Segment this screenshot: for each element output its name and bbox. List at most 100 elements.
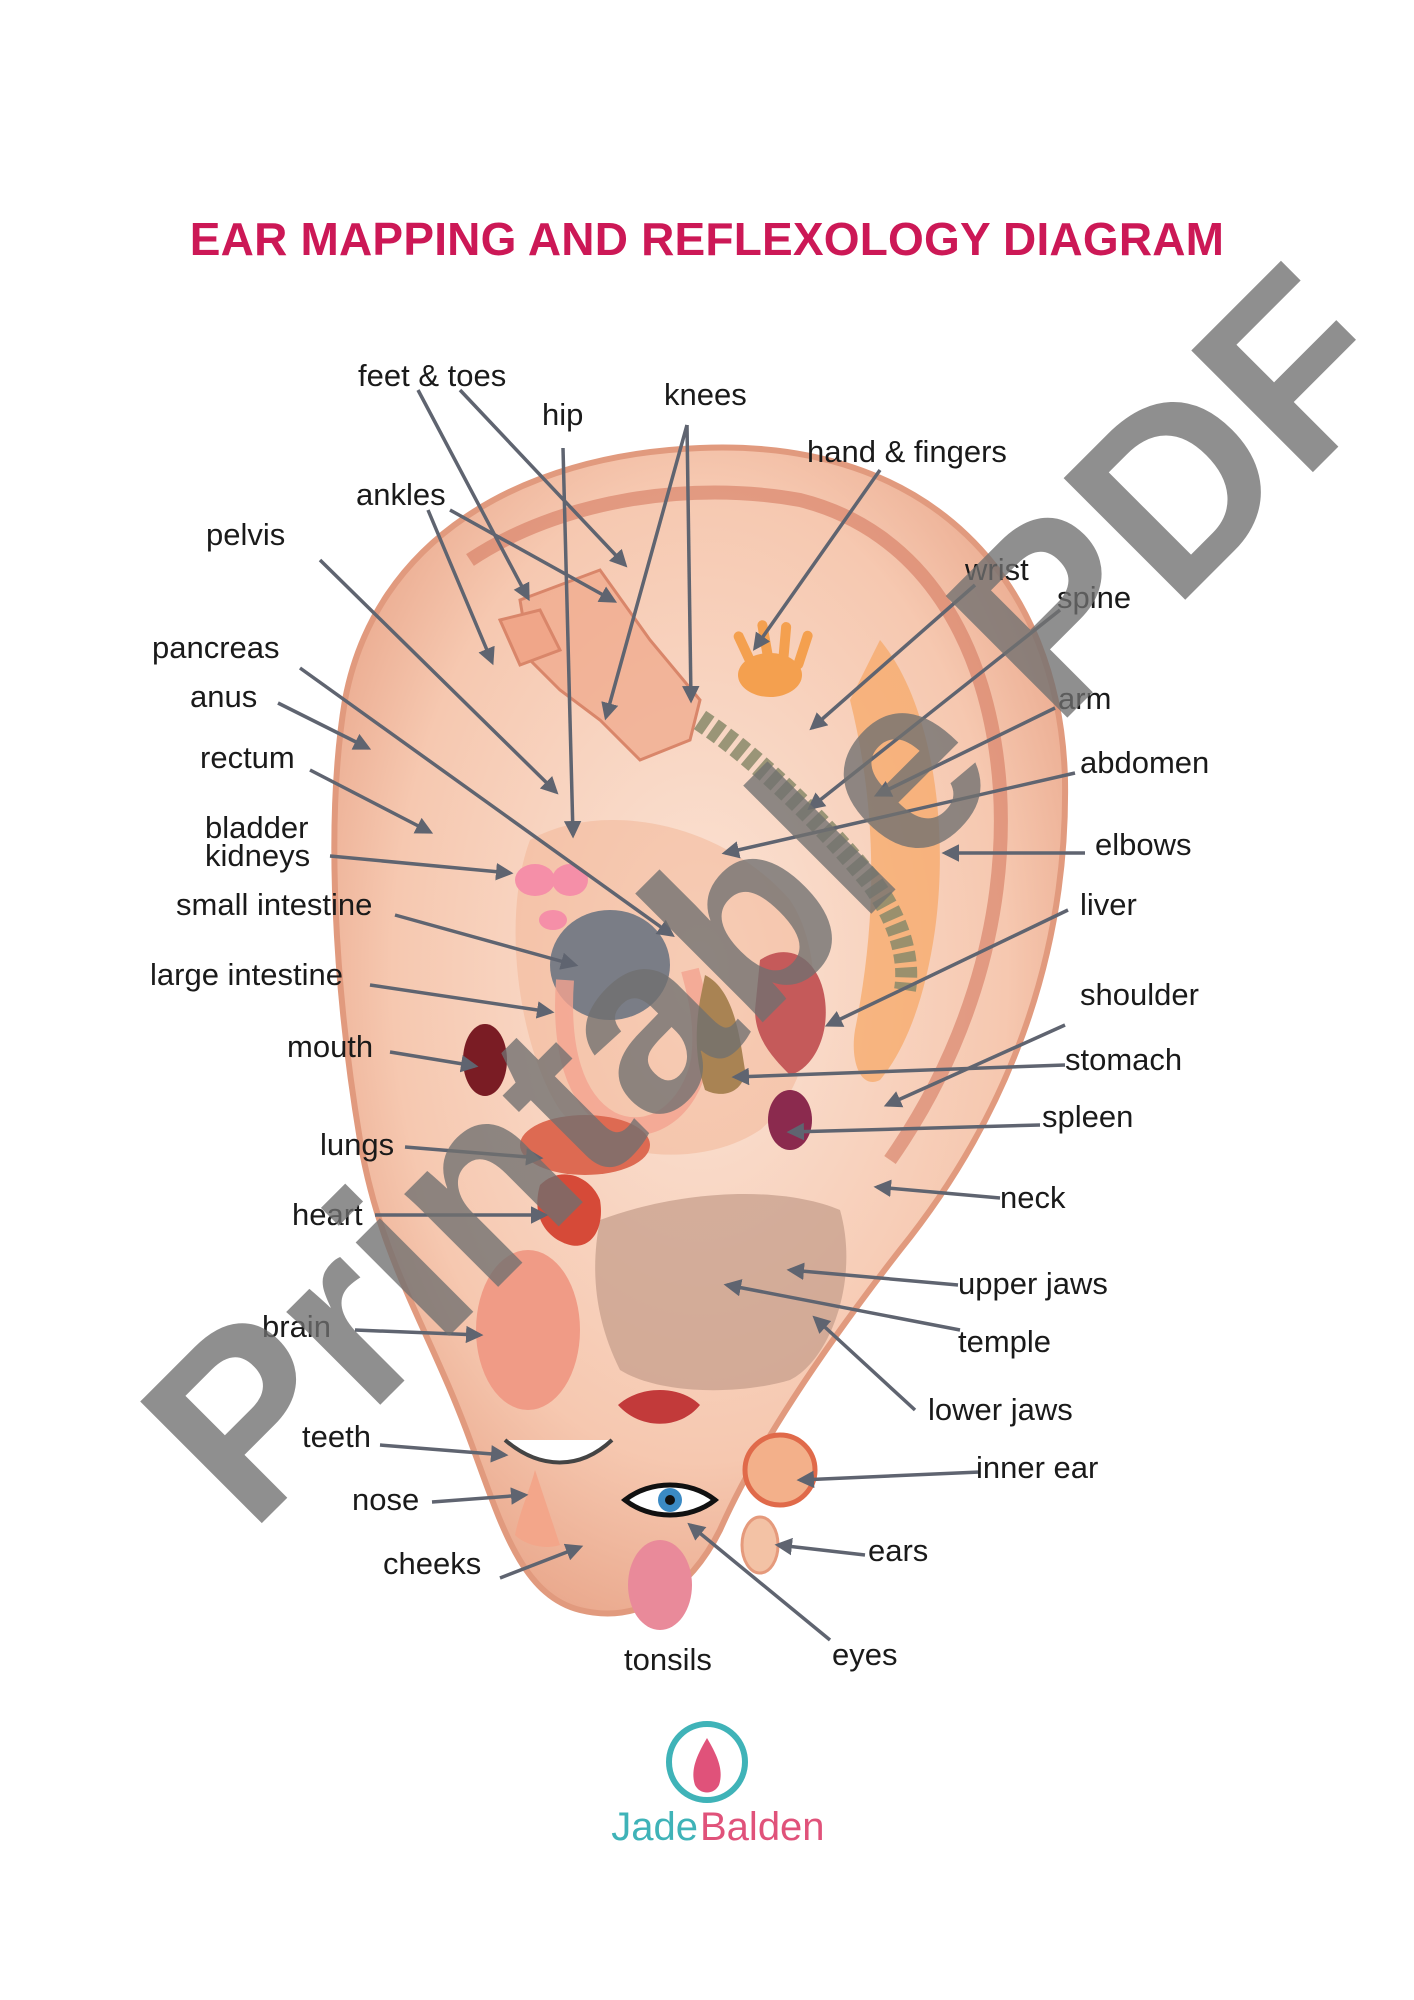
- label-teeth: teeth: [302, 1419, 371, 1454]
- brand-logo: Jade Balden: [611, 1721, 825, 1849]
- label-shoulder: shoulder: [1080, 977, 1199, 1012]
- line-brain: [354, 1325, 484, 1344]
- label-nose: nose: [352, 1482, 419, 1517]
- label-stomach: stomach: [1065, 1042, 1182, 1077]
- label-hand-fingers: hand & fingers: [807, 434, 1007, 469]
- label-knees: knees: [664, 377, 747, 412]
- tonsils-illustration: [628, 1540, 692, 1630]
- lips-illustration: [618, 1390, 700, 1424]
- line-small-intestine: [394, 913, 579, 970]
- mouth-dark-illustration: [463, 1024, 507, 1096]
- labels: feet & toes hip knees hand & fingers ank…: [150, 358, 1209, 1677]
- label-rectum: rectum: [200, 740, 295, 775]
- logo-drop: [693, 1738, 721, 1793]
- kidneys-illustration: [515, 864, 588, 930]
- logo-first-name: Jade: [611, 1805, 698, 1849]
- label-wrist: wrist: [964, 552, 1029, 587]
- leg-illustration: [518, 568, 702, 762]
- label-hip: hip: [542, 397, 583, 432]
- line-feet-toes-2: [458, 388, 628, 568]
- eye-illustration: [620, 1482, 720, 1518]
- hand-illustration: [733, 620, 813, 697]
- line-feet-toes-1: [416, 389, 530, 602]
- liver-illustration: [755, 952, 826, 1075]
- line-knees-2: [682, 424, 700, 704]
- label-spine: spine: [1057, 580, 1131, 615]
- label-heart: heart: [292, 1197, 363, 1232]
- spleen-illustration: [768, 1090, 812, 1150]
- label-brain: brain: [262, 1309, 331, 1344]
- label-neck: neck: [1000, 1180, 1066, 1215]
- line-spine: [807, 608, 1062, 811]
- line-nose: [431, 1487, 529, 1505]
- nose-illustration: [515, 1470, 560, 1547]
- line-spleen: [786, 1122, 1041, 1141]
- logo-last-name: Balden: [700, 1805, 825, 1849]
- line-stomach: [731, 1063, 1066, 1086]
- label-ankles: ankles: [356, 477, 446, 512]
- line-abdomen: [721, 771, 1076, 859]
- inner-ear-illustration: [742, 1432, 818, 1508]
- small-ear-illustration: [740, 1515, 780, 1575]
- line-mouth: [389, 1050, 479, 1073]
- line-anus: [277, 701, 372, 750]
- label-liver: liver: [1080, 887, 1137, 922]
- label-spleen: spleen: [1042, 1099, 1133, 1134]
- line-shoulder: [883, 1023, 1066, 1108]
- spine-illustration: [693, 710, 918, 992]
- line-ears: [774, 1537, 866, 1557]
- label-tonsils: tonsils: [624, 1642, 712, 1677]
- line-hand-fingers: [752, 468, 882, 651]
- label-cheeks: cheeks: [383, 1546, 481, 1581]
- label-arm: arm: [1058, 681, 1111, 716]
- brain-illustration: [476, 1250, 580, 1410]
- line-ankles-2: [449, 508, 618, 603]
- page-title: EAR MAPPING AND REFLEXOLOGY DIAGRAM: [189, 213, 1225, 265]
- line-pelvis: [318, 558, 559, 795]
- helix-rim: [466, 485, 1008, 1165]
- line-neck: [873, 1179, 1001, 1200]
- line-lower-jaws: [812, 1315, 917, 1412]
- label-pelvis: pelvis: [206, 517, 285, 552]
- teeth-illustration: [503, 1438, 614, 1465]
- label-temple: temple: [958, 1324, 1051, 1359]
- ear-illustration: [331, 444, 1069, 1630]
- label-pancreas: pancreas: [152, 630, 280, 665]
- label-ears: ears: [868, 1533, 928, 1568]
- heart-illustration: [537, 1174, 601, 1246]
- line-cheeks: [499, 1543, 584, 1580]
- line-pancreas: [298, 666, 675, 938]
- line-inner-ear: [796, 1470, 981, 1489]
- line-kidneys: [329, 854, 514, 881]
- logo-ring: [666, 1721, 748, 1803]
- label-anus: anus: [190, 679, 257, 714]
- label-elbows: elbows: [1095, 827, 1192, 862]
- label-upper-jaws: upper jaws: [958, 1266, 1108, 1301]
- line-arm: [873, 706, 1056, 797]
- label-small-intestine: small intestine: [176, 887, 372, 922]
- leader-lines: [277, 388, 1085, 1642]
- line-liver: [824, 908, 1069, 1027]
- line-eyes: [687, 1522, 832, 1642]
- label-kidneys: kidneys: [205, 838, 310, 873]
- line-wrist: [809, 583, 977, 731]
- line-teeth: [379, 1443, 509, 1463]
- label-feet-toes: feet & toes: [358, 358, 506, 393]
- label-bladder: bladder: [205, 810, 308, 845]
- line-rectum: [309, 768, 434, 834]
- small-intestine-illustration: [550, 910, 670, 1020]
- label-lower-jaws: lower jaws: [928, 1392, 1073, 1427]
- line-large-intestine: [369, 983, 555, 1019]
- antihelix-band: [850, 640, 940, 1082]
- label-lungs: lungs: [320, 1127, 394, 1162]
- stomach-illustration: [696, 975, 745, 1094]
- label-large-intestine: large intestine: [150, 957, 343, 992]
- line-knees-1: [601, 424, 689, 721]
- line-ankles-1: [426, 509, 495, 666]
- line-temple: [723, 1279, 961, 1332]
- label-eyes: eyes: [832, 1637, 897, 1672]
- line-lungs: [404, 1145, 544, 1166]
- label-abdomen: abdomen: [1080, 745, 1209, 780]
- label-inner-ear: inner ear: [976, 1450, 1098, 1485]
